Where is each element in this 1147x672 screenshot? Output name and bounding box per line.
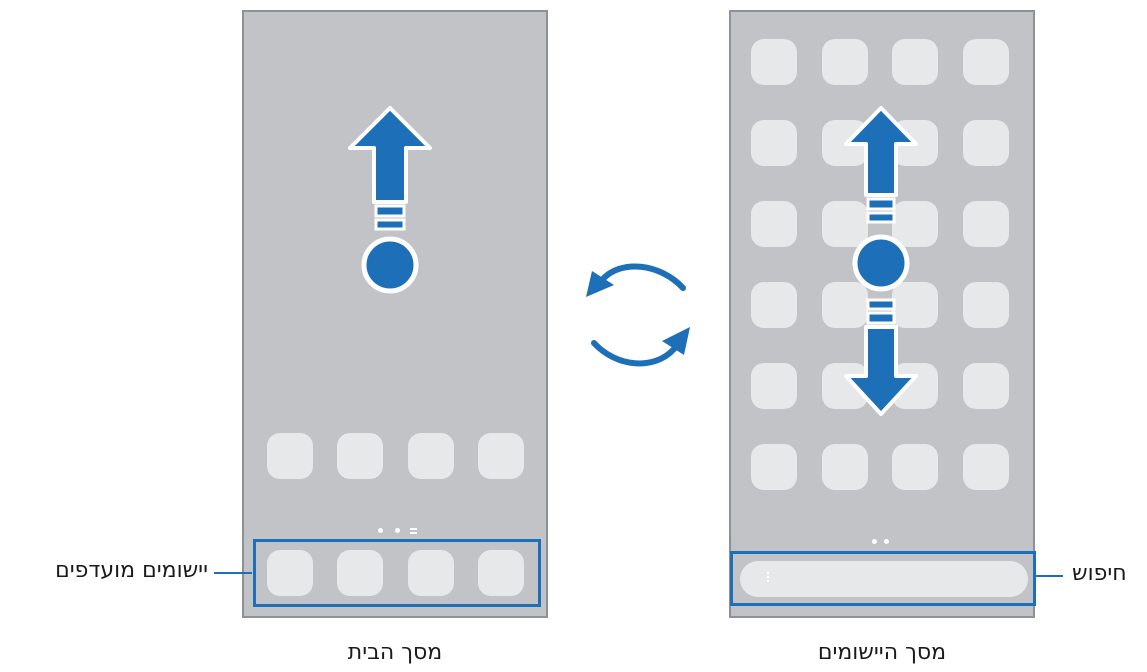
app-icon[interactable] [892,201,938,247]
app-icon[interactable] [751,282,797,328]
touch-point-icon [852,234,910,292]
app-icon[interactable] [963,120,1009,166]
favorites-leader-line [214,572,252,574]
app-icon[interactable] [337,433,383,479]
swipe-up-gesture [348,106,432,294]
apps-screen-caption: מסך היישומים [817,640,947,665]
app-icon[interactable] [751,201,797,247]
app-icon[interactable] [822,39,868,85]
search-bar[interactable] [740,561,1028,597]
favorite-app-icon[interactable] [267,550,313,596]
app-icon[interactable] [267,433,313,479]
app-icon[interactable] [408,433,454,479]
page-dot [395,528,400,533]
app-icon[interactable] [963,39,1009,85]
app-icon[interactable] [751,363,797,409]
app-icon[interactable] [963,444,1009,490]
page-lines-indicator [410,528,417,530]
search-highlight [730,551,1036,606]
favorite-apps-highlight [253,539,541,607]
page-dot [378,528,383,533]
home-screen-caption: מסך הבית [347,640,443,665]
favorite-apps-label: יישומים מועדפים [55,558,208,583]
app-icon[interactable] [892,282,938,328]
favorite-app-icon[interactable] [337,550,383,596]
favorite-app-icon[interactable] [408,550,454,596]
favorite-app-icon[interactable] [478,550,524,596]
app-icon[interactable] [963,363,1009,409]
touch-point-icon [361,236,419,294]
app-icon[interactable] [822,282,868,328]
page-lines-indicator [410,532,417,534]
page-dot [884,539,889,544]
switch-cycle-icon [586,263,690,367]
app-icon[interactable] [963,201,1009,247]
page-dot [872,539,877,544]
swipe-up-arrow-icon [844,106,918,224]
app-icon[interactable] [822,444,868,490]
app-icon[interactable] [478,433,524,479]
search-leader-line [1033,575,1063,577]
app-icon[interactable] [751,120,797,166]
app-icon[interactable] [892,444,938,490]
search-label: חיפוש [1072,561,1127,586]
app-icon[interactable] [822,201,868,247]
swipe-up-arrow-icon [348,106,432,231]
app-icon[interactable] [892,39,938,85]
app-icon[interactable] [751,444,797,490]
app-icon[interactable] [751,39,797,85]
swipe-down-arrow-icon [844,298,918,416]
swipe-up-down-gesture [844,106,918,416]
app-icon[interactable] [963,282,1009,328]
more-options-icon[interactable] [767,572,769,574]
